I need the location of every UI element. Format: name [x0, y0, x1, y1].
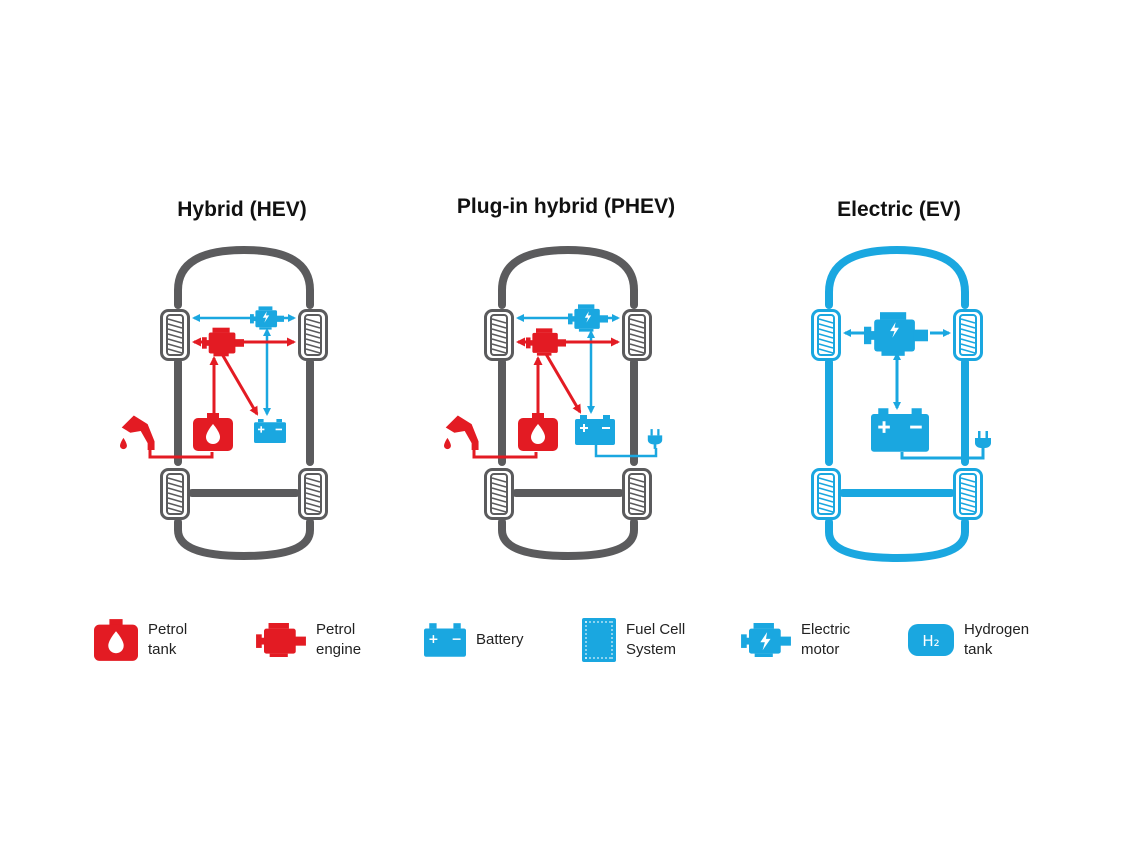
legend-hydrogen-tank-label: Hydrogen tank [964, 621, 1030, 658]
electric-motor-icon [741, 623, 791, 657]
title-electric: Electric (EV) [837, 198, 961, 221]
hev-tyre-rear-right [298, 468, 328, 520]
title-plugin-hybrid: Plug-in hybrid (PHEV) [456, 195, 676, 218]
hev-battery-icon [254, 418, 286, 444]
legend-battery: + − Battery [424, 616, 524, 664]
ev-tyre-rear-right [953, 468, 983, 520]
hydrogen-tank-icon: H₂ [908, 624, 954, 656]
title-hybrid: Hybrid (HEV) [177, 198, 307, 221]
fuel-cell-icon [582, 618, 616, 662]
ev-tyre-rear-left [811, 468, 841, 520]
legend-fuel-cell: Fuel Cell System [582, 616, 685, 664]
battery-plus-symbol: + [428, 631, 439, 646]
drivetrain-diagram [120, 245, 991, 563]
hev-petrol-engine-icon [202, 327, 244, 357]
hev-diagram [120, 245, 328, 561]
phev-diagram [444, 245, 663, 561]
battery-icon: + − [424, 623, 466, 657]
legend-fuel-cell-label: Fuel Cell System [626, 621, 686, 658]
hev-tyre-front-left [160, 309, 190, 361]
petrol-tank-icon [94, 619, 138, 661]
legend-petrol-engine-label: Petrol engine [316, 621, 362, 658]
hev-tyre-front-right [298, 309, 328, 361]
phev-charge-plug-icon [647, 429, 663, 449]
phev-tyre-rear-right [622, 468, 652, 520]
legend-petrol-tank-label: Petrol tank [148, 621, 188, 658]
hev-chassis [174, 245, 314, 561]
petrol-engine-icon [256, 623, 306, 657]
hydrogen-symbol: H₂ [922, 632, 939, 650]
hev-petrol-tank-icon [193, 413, 233, 451]
ev-charge-plug-icon [975, 431, 991, 453]
phev-tyre-front-left [484, 309, 514, 361]
ev-tyre-front-left [811, 309, 841, 361]
legend-petrol-tank: Petrol tank [94, 616, 187, 664]
battery-minus-symbol: − [451, 631, 462, 646]
phev-petrol-tank-icon [518, 413, 558, 451]
legend-electric-motor: Electric motor [741, 616, 850, 664]
phev-fuel-nozzle-icon [444, 415, 479, 450]
phev-tyre-front-right [622, 309, 652, 361]
legend-electric-motor-label: Electric motor [801, 621, 851, 658]
legend-petrol-engine: Petrol engine [256, 616, 361, 664]
hev-fuel-nozzle-icon [120, 415, 155, 450]
phev-chassis [498, 245, 638, 561]
ev-electric-motor-icon [864, 312, 928, 356]
legend-battery-label: Battery [476, 631, 524, 648]
phev-battery-icon [575, 414, 615, 446]
ev-tyre-front-right [953, 309, 983, 361]
phev-petrol-engine-icon [526, 328, 566, 356]
ev-battery-icon [871, 408, 929, 452]
legend-hydrogen-tank: H₂ Hydrogen tank [908, 616, 1029, 664]
phev-tyre-rear-left [484, 468, 514, 520]
hev-tyre-rear-left [160, 468, 190, 520]
ev-diagram [811, 245, 991, 563]
ev-chassis [825, 245, 969, 563]
